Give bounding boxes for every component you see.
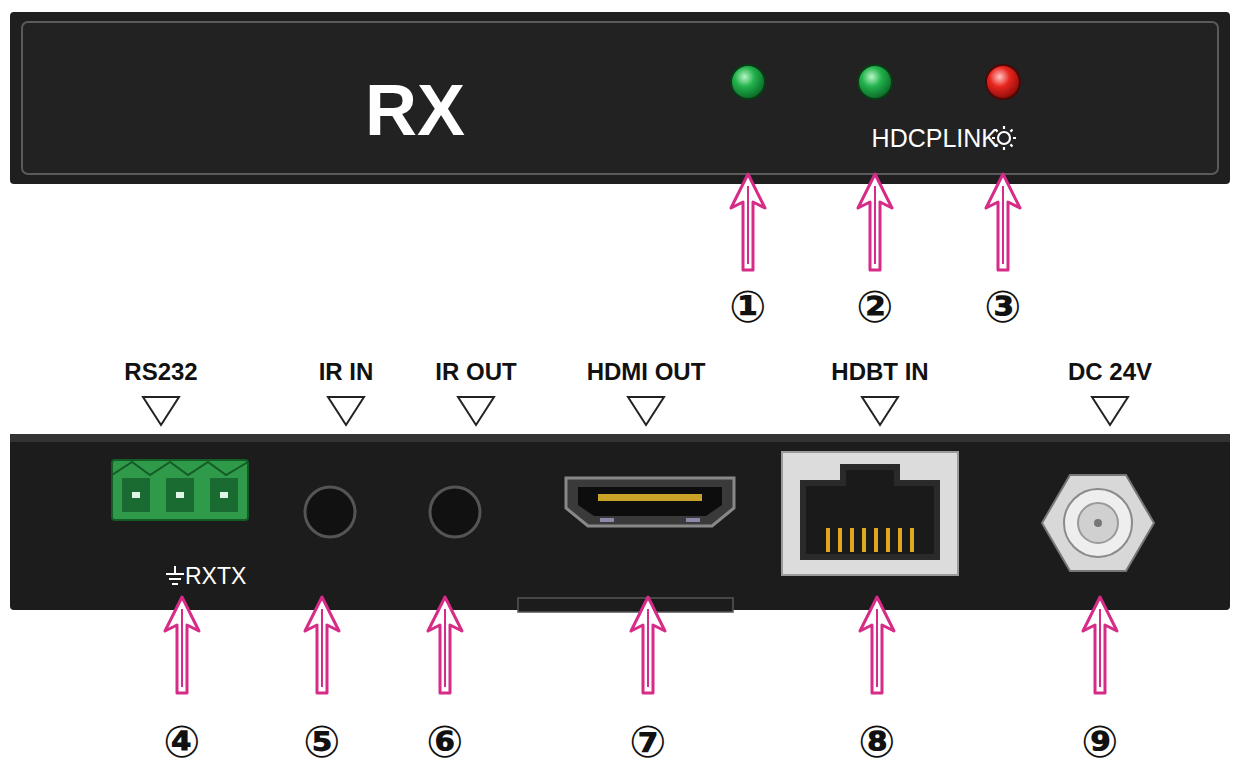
rs232-terminal bbox=[112, 460, 248, 520]
callout-arrow bbox=[731, 174, 765, 270]
front-panel bbox=[10, 12, 1230, 184]
front-panel: RX HDCPLINK bbox=[10, 12, 1230, 184]
ground-symbol bbox=[166, 566, 184, 584]
led-hdcp bbox=[858, 65, 892, 99]
callout-number: ⑧ bbox=[858, 720, 895, 764]
hdmi-port bbox=[566, 478, 734, 526]
callout-arrow bbox=[858, 174, 892, 270]
rj45-port bbox=[782, 452, 958, 575]
indicator-label: HDCPLINK bbox=[872, 126, 998, 151]
callout-number: ① bbox=[729, 285, 766, 329]
callout-arrow bbox=[428, 597, 462, 693]
callout-number: ③ bbox=[984, 285, 1021, 329]
rear-panel: RXTX bbox=[10, 434, 1230, 610]
callout-number: ⑦ bbox=[629, 720, 666, 764]
port-name: DC 24V bbox=[1068, 360, 1152, 384]
callout-arrow bbox=[1083, 597, 1117, 693]
port-name: IR IN bbox=[319, 360, 374, 384]
callout-number: ④ bbox=[163, 720, 200, 764]
callout-number: ⑨ bbox=[1081, 720, 1118, 764]
rear-panel bbox=[10, 434, 1230, 610]
callout-arrow bbox=[860, 597, 894, 693]
rear-panel-edge bbox=[10, 434, 1230, 442]
callout-number: ② bbox=[856, 285, 893, 329]
hdmi-lip bbox=[518, 598, 733, 612]
ir-in-jack bbox=[305, 487, 355, 537]
ir-out-jack bbox=[430, 487, 480, 537]
port-name: RS232 bbox=[124, 360, 197, 384]
port-name: IR OUT bbox=[435, 360, 516, 384]
led-link bbox=[986, 65, 1020, 99]
pin-label: RXTX bbox=[185, 565, 246, 588]
port-pointer bbox=[143, 397, 1128, 425]
front-face bbox=[22, 22, 1218, 174]
port-name: HDBT IN bbox=[831, 360, 928, 384]
led-power bbox=[731, 65, 765, 99]
callout-arrow bbox=[986, 174, 1020, 270]
port-name: HDMI OUT bbox=[587, 360, 706, 384]
dc-jack bbox=[1042, 475, 1154, 571]
callout-number: ⑥ bbox=[426, 720, 463, 764]
callout-number: ⑤ bbox=[303, 720, 340, 764]
callout-arrow bbox=[631, 597, 665, 693]
device-title: RX bbox=[365, 74, 465, 146]
callout-arrow bbox=[165, 597, 199, 693]
callout-arrow bbox=[305, 597, 339, 693]
